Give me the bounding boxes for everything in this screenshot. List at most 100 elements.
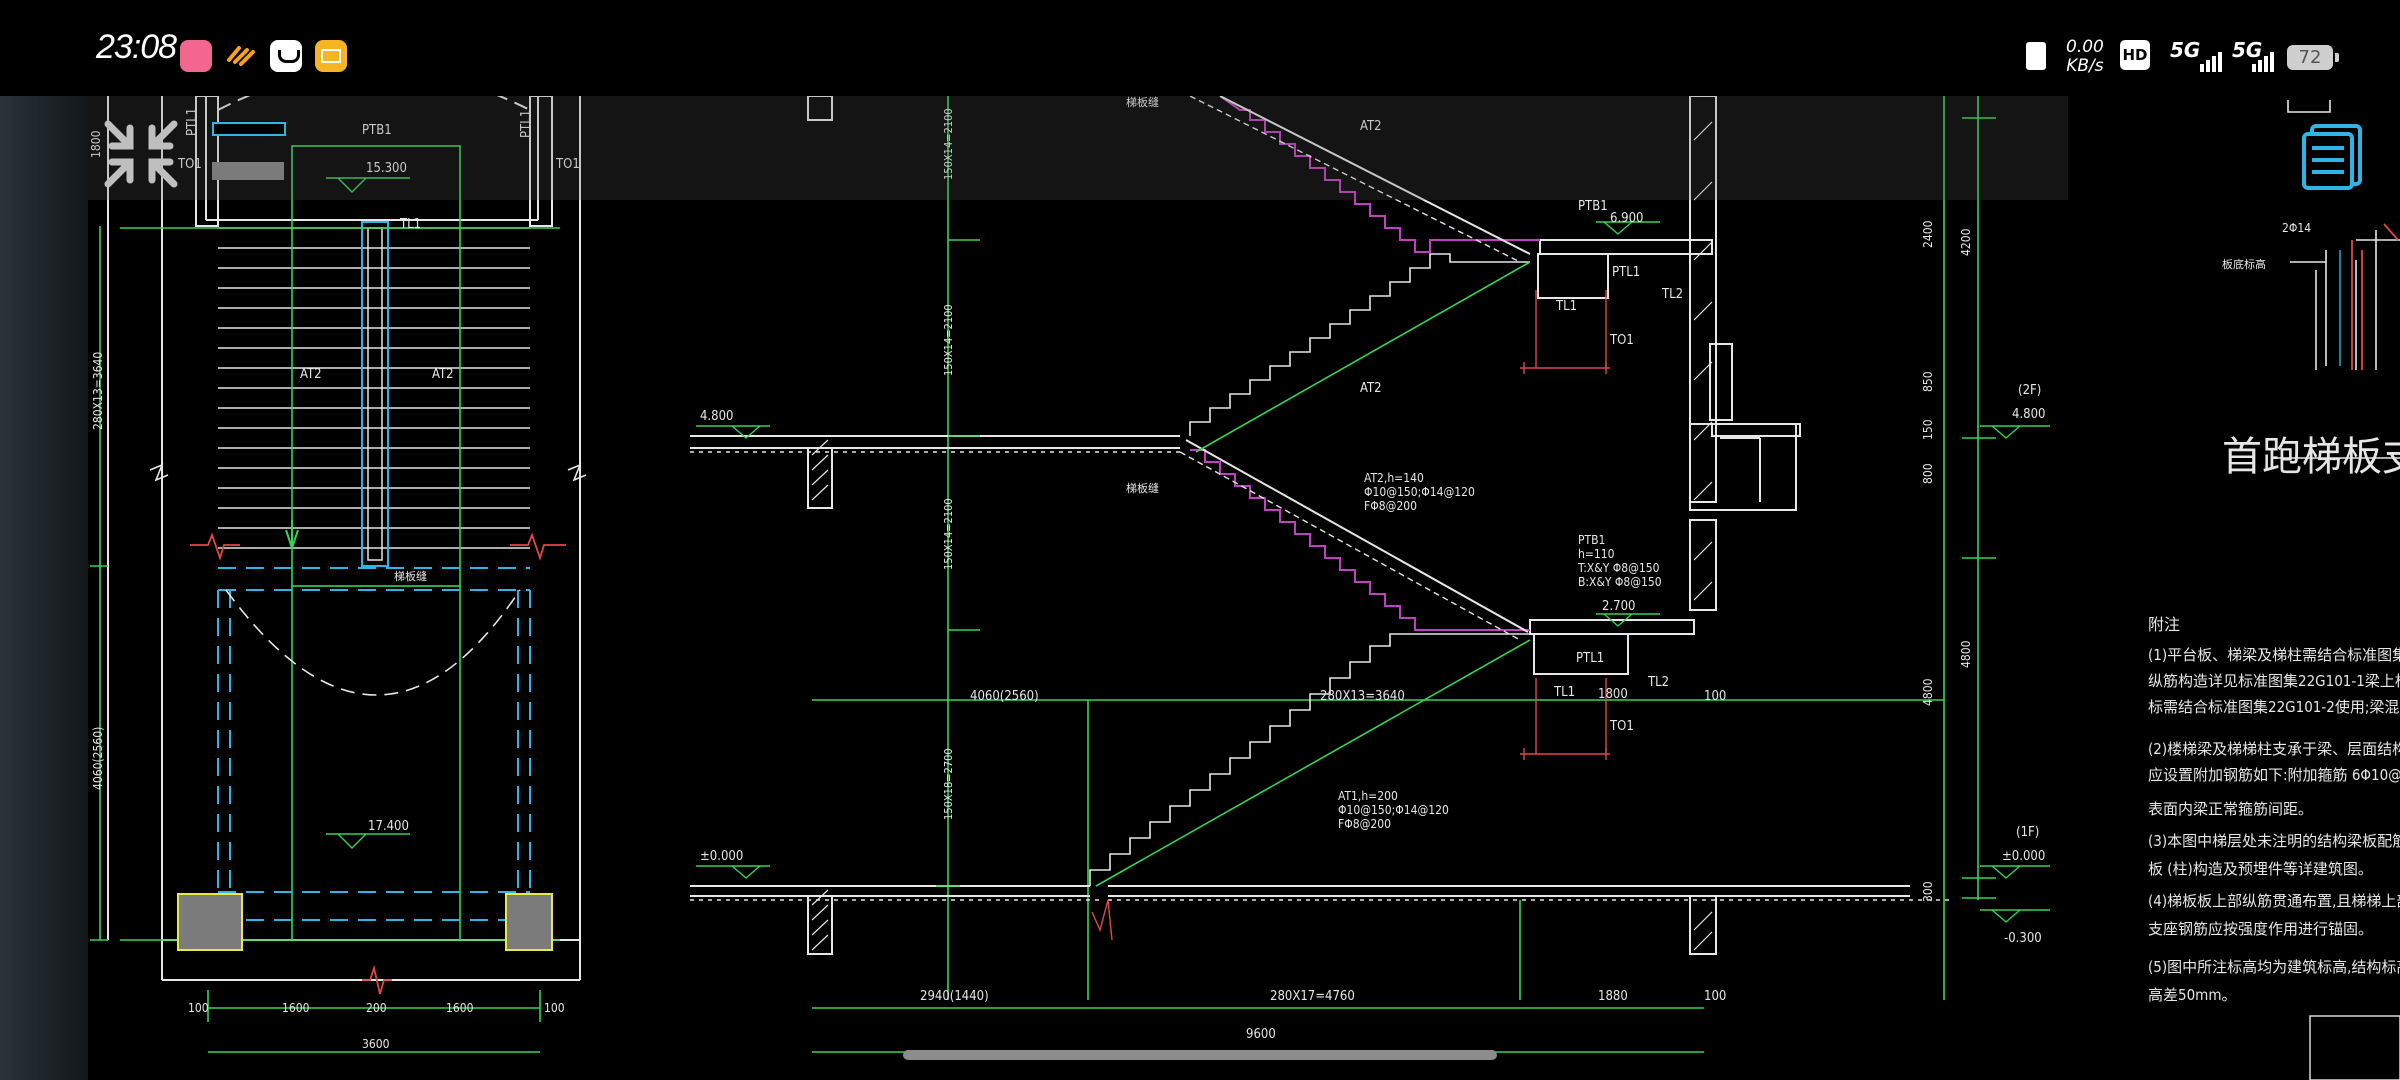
note-line-7: (3)本图中梯层处未注明的结构梁板配筋详各结构平面,	[2148, 832, 2400, 850]
plan-gap-label: 梯板缝	[394, 569, 427, 583]
plan-dim-left-1: 280X13=3640	[91, 352, 105, 430]
note-line-12: 高差50mm。	[2148, 986, 2236, 1004]
section-at2-spec-1: AT2,h=140	[1364, 471, 1424, 485]
section-hdim-280x13: 280X13=3640	[1320, 689, 1405, 704]
note-line-10: 支座钢筋应按强度作用进行锚固。	[2148, 920, 2373, 938]
section-rdim-1: 2400	[1921, 220, 1935, 248]
plan-dim-bottom-5: 100	[544, 1001, 565, 1015]
detail-rebar-label: 2Φ14	[2282, 221, 2311, 235]
plan-dim-left-2: 4060(2560)	[91, 727, 105, 790]
plan-label-ptb1: PTB1	[362, 123, 392, 138]
section-label-1800-lower: 1800	[1598, 687, 1628, 702]
detail-view: 2Φ14 板底标高 首跑梯板支撑大 附注 (1)平台板、梯梁及梯柱需结合标准图集…	[2148, 100, 2400, 1080]
section-label-tl1-lower: TL1	[1553, 685, 1575, 700]
note-line-3: 标需结合标准图集22G101-2使用;梁混凝土强度等级同	[2148, 698, 2400, 716]
section-rdim-8: 300	[1921, 881, 1935, 902]
plan-label-to1-left: TO1	[177, 157, 202, 172]
network-speed: 0.00 KB/s	[2066, 37, 2104, 76]
plan-label-ptl1-left: PTL1	[185, 108, 200, 136]
section-rdim-3: 850	[1921, 371, 1935, 392]
cad-drawing-canvas[interactable]: PTB1 PTL1 PTL1 TO1 TO1 TL1 15.300 AT2 AT…	[88, 96, 2400, 1080]
section-rdim-4: 150	[1921, 419, 1935, 440]
section-at2-spec-2: Φ10@150;Φ14@120	[1364, 485, 1475, 499]
plan-dim-bottom-4: 1600	[446, 1001, 474, 1015]
section-label-ptl1-lower: PTL1	[1576, 651, 1604, 666]
section-label-to1-upper: TO1	[1609, 333, 1634, 348]
plan-dim-bottom-1: 100	[188, 1001, 209, 1015]
detail-label-top: 板底标高	[2222, 257, 2266, 271]
section-elev-right-0: ±0.000	[2002, 849, 2045, 864]
collapse-arrows-icon[interactable]	[100, 116, 182, 192]
note-line-1: (1)平台板、梯梁及梯柱需结合标准图集22G101-1使	[2148, 646, 2400, 664]
viewer-overlay-toolbar	[88, 96, 2068, 200]
section-floor-2f: (2F)	[2018, 383, 2041, 398]
sim1-label: 5G	[2170, 38, 2201, 62]
plan-dim-bottom-2: 1600	[282, 1001, 310, 1015]
section-rdim-7: 4800	[1959, 640, 1973, 668]
plan-view: PTB1 PTL1 PTL1 TO1 TO1 TL1 15.300 AT2 AT…	[89, 96, 587, 1053]
section-label-at2-upper-a: AT2	[1360, 119, 1382, 134]
section-rdim-5: 800	[1921, 463, 1935, 484]
notes-title: 附注	[2148, 615, 2180, 634]
section-elev-0: ±0.000	[700, 849, 743, 864]
section-ptb1-spec-4: B:X&Y Φ8@150	[1578, 575, 1662, 589]
section-elev-right-4800: 4.800	[2012, 407, 2045, 422]
section-at1-spec-3: FΦ8@200	[1338, 817, 1391, 831]
taobao-app-icon	[270, 40, 302, 72]
delivery-app-icon	[227, 46, 255, 66]
section-label-at2-upper-b: AT2	[1360, 381, 1382, 396]
plan-label-at2-right: AT2	[432, 367, 454, 382]
section-floor-1f: (1F)	[2016, 825, 2039, 840]
mail-app-icon	[315, 40, 347, 72]
section-vdim-2: 150X14=2100	[942, 304, 955, 376]
section-hdim-4060: 4060(2560)	[970, 689, 1039, 704]
note-line-6: 表面内梁正常箍筋间距。	[2148, 800, 2313, 818]
contact-card-icon	[2026, 42, 2046, 70]
section-elev-6900: 6.900	[1610, 211, 1643, 226]
section-gap-label-lower: 梯板缝	[1126, 481, 1159, 495]
detail-title: 首跑梯板支撑大	[2222, 434, 2400, 480]
section-label-tl2-upper: TL2	[1661, 287, 1683, 302]
note-line-11: (5)图中所注标高均为建筑标高,结构标高相对建筑标	[2148, 958, 2400, 976]
plan-dim-bottom-3: 200	[366, 1001, 387, 1015]
layer-chip-blue	[212, 122, 286, 136]
plan-dim-1800: 1800	[89, 130, 103, 158]
note-line-9: (4)梯板板上部纵筋贯通布置,且梯梯上部钢筋在支座	[2148, 892, 2400, 910]
bilibili-app-icon	[180, 40, 212, 72]
plan-column-right	[505, 893, 553, 951]
plan-elev-top: 15.300	[366, 161, 407, 176]
section-label-to1-lower: TO1	[1609, 719, 1634, 734]
section-label-ptb1-upper: PTB1	[1578, 199, 1608, 214]
sim2-signal-icon	[2252, 52, 2274, 72]
section-ptb1-spec-2: h=110	[1578, 547, 1615, 561]
section-gap-label-upper: 梯板缝	[1126, 96, 1159, 109]
side-gesture-edge	[0, 96, 88, 1080]
section-at1-spec-1: AT1,h=200	[1338, 789, 1398, 803]
section-label-ptl1-upper: PTL1	[1612, 265, 1640, 280]
section-rdim-2: 4200	[1959, 228, 1973, 256]
plan-label-ptl1-right: PTL1	[519, 110, 534, 138]
section-hdim-bottom-3: 1880	[1598, 989, 1628, 1004]
plan-elev-bottom: 17.400	[368, 819, 409, 834]
note-line-2: 纵筋构造详见标准图集22G101-1梁上柱LZ纵筋构造	[2148, 672, 2400, 690]
section-elev-2700: 2.700	[1602, 599, 1635, 614]
plan-label-tl1: TL1	[399, 217, 421, 232]
section-rdim-6: 4800	[1921, 678, 1935, 706]
sim1-signal-icon	[2200, 52, 2222, 72]
section-elev-4800: 4.800	[700, 409, 733, 424]
note-line-4: (2)楼梯梁及梯梯柱支承于梁、层面结构梁处,梁、层面	[2148, 740, 2400, 758]
note-line-8: 板 (柱)构造及预埋件等详建筑图。	[2148, 860, 2373, 878]
home-indicator[interactable]	[903, 1050, 1497, 1060]
battery-indicator: 72	[2287, 45, 2339, 70]
document-list-icon[interactable]	[2298, 120, 2370, 192]
section-hdim-100-right: 100	[1704, 689, 1726, 704]
section-label-tl2-lower: TL2	[1647, 675, 1669, 690]
section-ptb1-spec-3: T:X&Y Φ8@150	[1577, 561, 1660, 575]
section-elev-right-neg: -0.300	[2004, 931, 2042, 946]
plan-label-to1-right: TO1	[555, 157, 580, 172]
section-view: 4.800 ±0.000 4.800 ±0.000 -0.300 (2F) (1…	[690, 96, 2050, 1053]
status-time: 23:08	[96, 28, 177, 66]
section-vdim-3: 150X14=2100	[942, 498, 955, 570]
note-line-5: 应设置附加钢筋如下:附加箍筋 6Φ10@50,同时附加	[2148, 766, 2400, 784]
section-hdim-total: 9600	[1246, 1027, 1276, 1042]
